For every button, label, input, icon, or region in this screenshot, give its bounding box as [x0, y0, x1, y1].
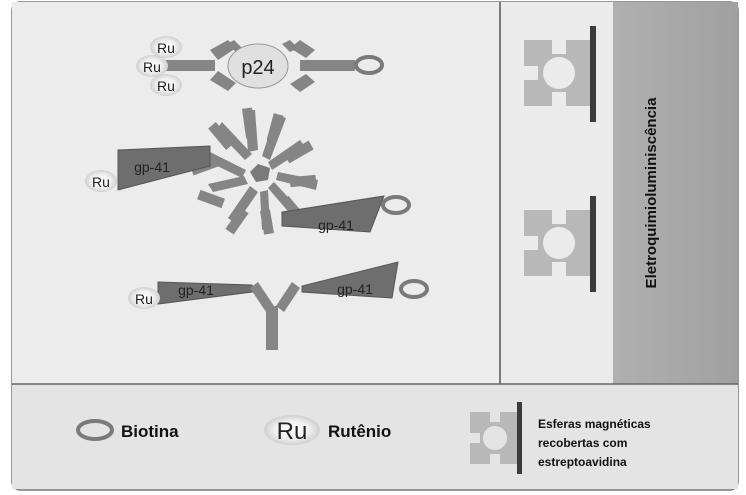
ru-label: Ru	[92, 174, 110, 190]
side-title: Eletroquimioluminiscência	[643, 97, 660, 289]
ru-label: Ru	[157, 78, 175, 94]
legend-ruthenium: Rutênio	[328, 422, 391, 441]
bead-legend-icon	[470, 402, 522, 474]
legend-beads-line1: Esferas magnéticas	[538, 417, 651, 431]
legend-beads-line2: recobertas com	[538, 436, 627, 450]
side-panel	[613, 2, 738, 384]
gp41-label: gp-41	[178, 282, 214, 298]
legend-ru-symbol: Ru	[277, 418, 308, 445]
gp41-label: gp-41	[337, 281, 373, 297]
legend-biotin: Biotina	[121, 422, 179, 441]
ru-label: Ru	[157, 40, 175, 56]
ru-label: Ru	[135, 291, 153, 307]
p24-label: p24	[241, 57, 274, 79]
gp41-label: gp-41	[134, 159, 170, 175]
gp41-label: gp-41	[318, 217, 354, 233]
legend-beads-line3: estreptoavidina	[538, 455, 627, 469]
ru-label: Ru	[143, 59, 161, 75]
